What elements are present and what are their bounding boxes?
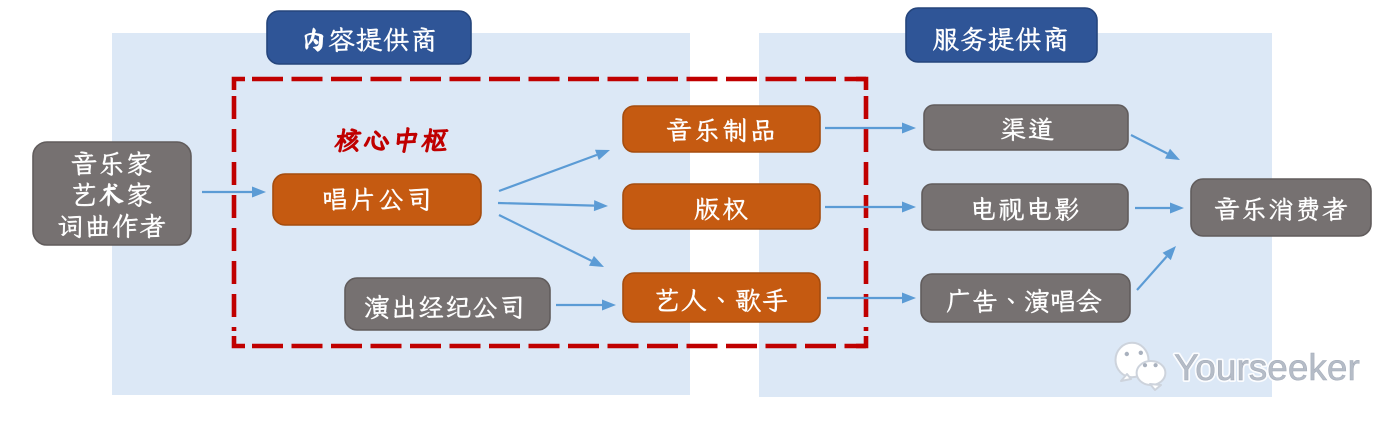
svg-text:Yourseeker: Yourseeker <box>1174 347 1360 388</box>
svg-text:Yourseeker: Yourseeker <box>1174 347 1360 388</box>
